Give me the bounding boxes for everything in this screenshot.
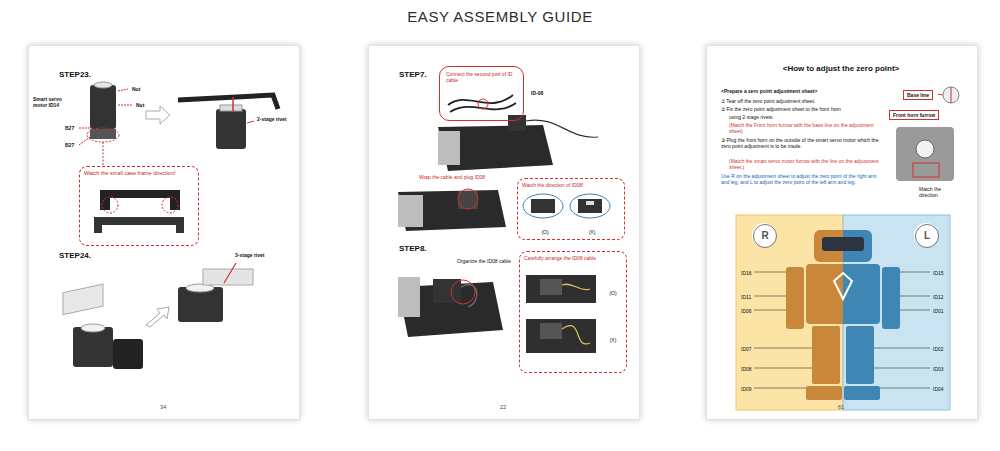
part-label: ID02 bbox=[933, 346, 944, 352]
part-label: Nut bbox=[132, 86, 140, 92]
part-label: using 2-stage rivets. bbox=[729, 114, 886, 120]
manual-page: 61 Base lineFront horn furrowR L <How to ad… bbox=[706, 45, 978, 420]
tag-text: Front horn furrow bbox=[893, 112, 935, 118]
part-label: STEP23. bbox=[59, 70, 91, 80]
part-label: STEP24. bbox=[59, 251, 91, 261]
part-label: STEP8. bbox=[399, 244, 427, 254]
part-label: ID09 bbox=[741, 386, 752, 392]
manual-page: 22 Connect the second port of ID cableWat… bbox=[368, 45, 640, 420]
callout-text: Connect the second port of ID cable bbox=[446, 71, 519, 84]
page-number: 61 bbox=[707, 404, 975, 412]
manual-page: 34 Watch the small case frame direction! S… bbox=[28, 45, 300, 420]
part-label: ID01 bbox=[933, 308, 944, 314]
part-label: 3-stage rivet bbox=[235, 252, 285, 258]
part-label: (Match the smart servo motor furrow with… bbox=[729, 158, 886, 171]
side-circle: L bbox=[915, 224, 939, 248]
page-number: 22 bbox=[369, 404, 637, 412]
side-circle: R bbox=[753, 224, 777, 248]
ng-mark: (X) bbox=[602, 337, 624, 343]
tag-box: Base line bbox=[903, 90, 933, 100]
part-label: 2-stage rivet bbox=[257, 116, 295, 122]
part-label: ID04 bbox=[933, 386, 944, 392]
part-label: ② Fix the zero point adjustment sheet to… bbox=[721, 106, 886, 112]
part-label: ① Tear off the zero point adjustment she… bbox=[721, 98, 886, 104]
part-label: Use R on the adjustment sheet to adjust … bbox=[721, 173, 886, 186]
part-label: ID08 bbox=[741, 366, 752, 372]
part-label: STEP7. bbox=[399, 70, 427, 80]
part-label: ID16 bbox=[741, 270, 752, 276]
part-label: ID07 bbox=[741, 346, 752, 352]
part-label: Smart servo motor ID14 bbox=[33, 96, 75, 109]
callout-box: Connect the second port of ID cable bbox=[439, 66, 524, 121]
part-label: ID11 bbox=[741, 294, 751, 300]
ng-mark: (X) bbox=[582, 229, 602, 235]
part-label: B27 bbox=[65, 142, 74, 148]
part-label: <Prepare a zero point adjustment sheet> bbox=[721, 88, 886, 94]
side-letter: L bbox=[924, 230, 930, 243]
part-label: Nut bbox=[136, 102, 144, 108]
callout-text: Watch the direction of ID08! bbox=[522, 182, 622, 188]
part-label: Match the direction bbox=[919, 186, 961, 199]
part-label: ID-08 bbox=[531, 90, 543, 96]
part-label: B27 bbox=[65, 125, 74, 131]
guide-title: EASY ASSEMBLY GUIDE bbox=[0, 8, 1000, 25]
part-label: Organize the ID08 cable bbox=[457, 258, 515, 264]
part-label: ID03 bbox=[933, 366, 944, 372]
ok-mark: (O) bbox=[535, 229, 555, 235]
part-label: ID15 bbox=[933, 270, 944, 276]
part-label: ③ Plug the front horn on the outside of … bbox=[721, 137, 886, 150]
part-label: Wrap the cable and plug ID08 bbox=[419, 174, 511, 180]
part-label: ID06 bbox=[741, 308, 752, 314]
page-number: 34 bbox=[29, 404, 297, 412]
callout-box: Carefully arrange the ID08 cable (O) (X) bbox=[519, 251, 627, 373]
part-label: <How to adjust the zero point> bbox=[707, 64, 975, 74]
ok-mark: (O) bbox=[602, 290, 624, 296]
side-letter: R bbox=[761, 230, 768, 243]
callout-text: Carefully arrange the ID08 cable bbox=[524, 255, 624, 261]
tag-text: Base line bbox=[907, 92, 929, 98]
callout-box: Watch the direction of ID08! (O) (X) bbox=[517, 178, 625, 240]
callout-box: Watch the small case frame direction! bbox=[79, 166, 199, 246]
part-label: (Match the Front horn furrow with the ba… bbox=[729, 122, 886, 135]
tag-box: Front horn furrow bbox=[889, 110, 939, 120]
part-label: ID12 bbox=[933, 294, 944, 300]
callout-text: Watch the small case frame direction! bbox=[84, 170, 194, 177]
